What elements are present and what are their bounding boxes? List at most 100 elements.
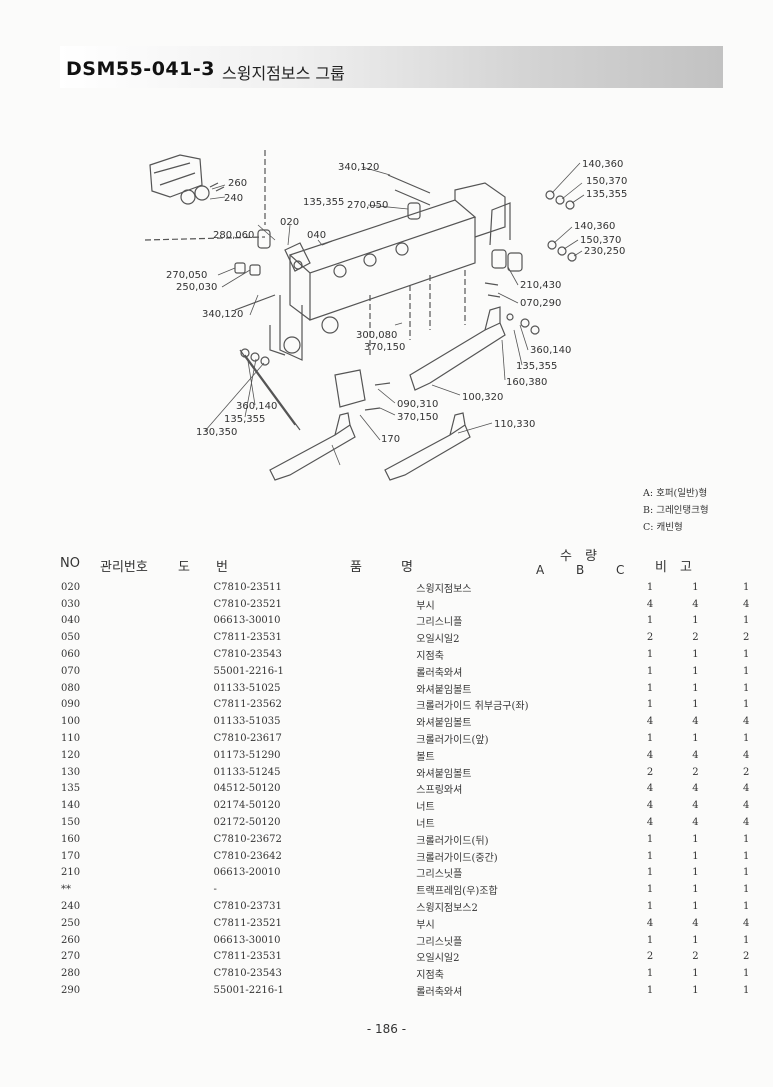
cell-b: 1 xyxy=(692,833,699,845)
cell-mgmt xyxy=(142,629,214,646)
cell-no: 160 xyxy=(61,833,81,845)
legend-a: A: 호퍼(일반)형 xyxy=(643,488,708,499)
callout-label: 360,140 xyxy=(236,401,277,412)
cell-b: 1 xyxy=(692,733,699,745)
document-title: 스윙지점보스 그룹 xyxy=(222,64,345,83)
cell-name: 너트 xyxy=(416,802,435,814)
cell-name: 와셔붙임볼트 xyxy=(416,684,472,696)
cell-b: 1 xyxy=(692,901,699,913)
cell-name: 와셔붙임볼트 xyxy=(416,768,472,780)
cell-a: 4 xyxy=(646,800,654,812)
cell-drawing: 01133-51245 xyxy=(213,766,281,778)
cell-name: 너트 xyxy=(416,819,435,831)
cell-name: 스윙지점보스2 xyxy=(416,903,478,915)
cell-c: 1 xyxy=(742,985,750,997)
cell-mgmt xyxy=(142,764,214,781)
cell-a: 2 xyxy=(646,766,654,778)
cell-name: 부시 xyxy=(416,919,435,931)
cell-b: 4 xyxy=(692,817,699,829)
cell-a: 4 xyxy=(646,598,654,610)
cell-a: 2 xyxy=(646,632,654,644)
cell-b: 4 xyxy=(692,598,699,610)
callout-label: 135,355 xyxy=(303,197,344,208)
header-no: NO xyxy=(60,556,80,571)
cell-name: 롤러축와셔 xyxy=(416,667,463,679)
cell-no: 060 xyxy=(61,649,81,661)
cell-name: 그리스닛플 xyxy=(416,869,463,881)
cell-drawing: C7811-23531 xyxy=(213,951,282,963)
cell-no: 170 xyxy=(61,850,81,862)
cell-c: 1 xyxy=(742,733,750,745)
cell-a: 1 xyxy=(646,901,654,913)
cell-c: 1 xyxy=(742,682,750,694)
cell-a: 1 xyxy=(646,581,654,593)
cell-a: 1 xyxy=(646,968,654,980)
callout-label: 270,050 xyxy=(166,270,207,281)
cell-drawing: 55001-2216-1 xyxy=(213,665,284,677)
cell-no: 140 xyxy=(61,800,81,812)
cell-a: 4 xyxy=(646,783,654,795)
cell-no: 135 xyxy=(61,783,81,795)
cell-no: 080 xyxy=(61,682,81,694)
cell-mgmt xyxy=(142,747,214,764)
cell-drawing: - xyxy=(213,884,217,896)
callout-label: 230,250 xyxy=(584,246,625,257)
cell-drawing: C7811-23521 xyxy=(213,917,282,929)
cell-drawing: C7810-23543 xyxy=(213,649,282,661)
callout-label: 100,320 xyxy=(462,392,503,403)
cell-drawing: C7810-23511 xyxy=(213,581,282,593)
cell-c: 1 xyxy=(742,884,750,896)
cell-no: 260 xyxy=(61,934,81,946)
cell-no: 120 xyxy=(61,749,81,761)
callout-label: 160,380 xyxy=(506,377,547,388)
cell-b: 1 xyxy=(692,699,699,711)
exploded-parts-diagram: 340,120 270,050 280,060 020 040 270,050 … xyxy=(144,150,627,481)
cell-no: 030 xyxy=(61,598,81,610)
cell-mgmt xyxy=(142,965,214,982)
cell-no: 040 xyxy=(61,615,81,627)
cell-b: 1 xyxy=(692,649,699,661)
cell-drawing: C7811-23562 xyxy=(213,699,282,711)
callout-label: 250,030 xyxy=(176,282,217,293)
callout-label: 020 xyxy=(280,217,299,228)
cell-a: 1 xyxy=(646,649,654,661)
callout-label: 140,360 xyxy=(582,159,623,170)
callout-label: 135,355 xyxy=(586,189,627,200)
callout-label: 300,080 xyxy=(356,330,397,341)
cell-a: 1 xyxy=(646,867,654,879)
cell-b: 1 xyxy=(692,665,699,677)
cell-name: 그리스니플 xyxy=(416,617,463,629)
cell-drawing: 01173-51290 xyxy=(213,749,281,761)
cell-a: 1 xyxy=(646,934,654,946)
callout-label: 170 xyxy=(381,434,400,445)
cell-drawing: 06613-20010 xyxy=(213,867,281,879)
cell-a: 4 xyxy=(646,749,654,761)
cell-drawing: 06613-30010 xyxy=(213,934,281,946)
cell-c: 4 xyxy=(742,917,750,929)
cell-mgmt xyxy=(142,596,214,613)
cell-b: 1 xyxy=(692,985,699,997)
cell-b: 1 xyxy=(692,934,699,946)
callout-label: 150,370 xyxy=(586,176,627,187)
cell-mgmt xyxy=(142,831,214,848)
header-mgmt: 관리번호 xyxy=(100,560,148,575)
cell-mgmt xyxy=(142,579,214,596)
cell-no: 150 xyxy=(61,817,81,829)
cell-no: 240 xyxy=(61,901,81,913)
callout-label: 210,430 xyxy=(520,280,561,291)
cell-name: 스윙지점보스 xyxy=(416,583,472,595)
cell-no: ** xyxy=(61,884,71,896)
legend-b: B: 그레인탱크형 xyxy=(643,505,709,516)
cell-mgmt xyxy=(142,814,214,831)
